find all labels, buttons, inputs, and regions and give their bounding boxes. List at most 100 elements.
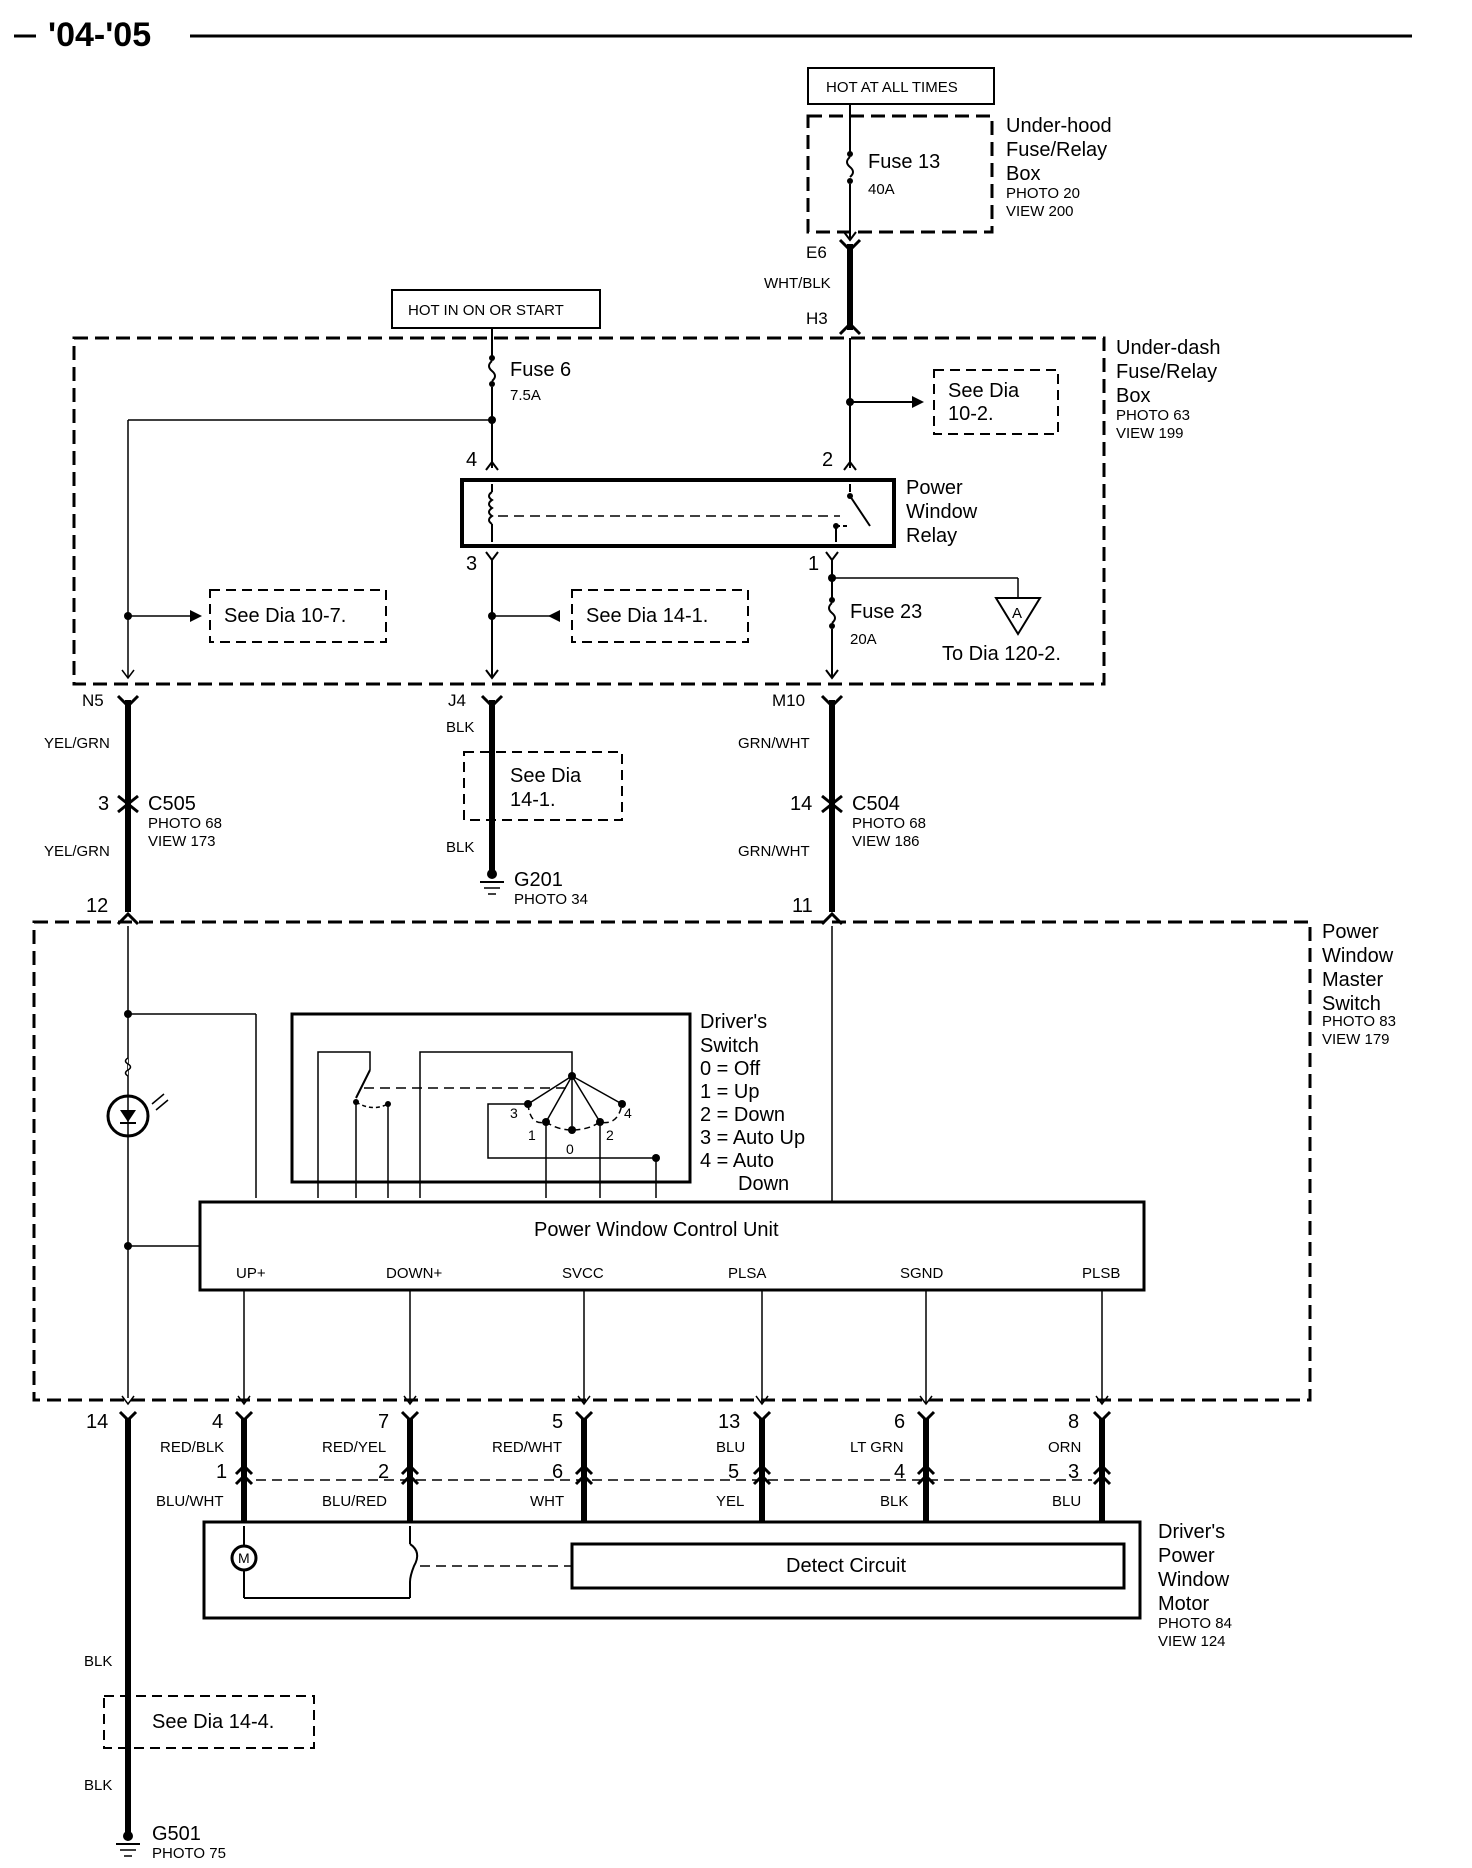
svg-text:BLK: BLK	[446, 719, 474, 736]
indicator-led-icon	[106, 1093, 169, 1138]
svg-text:GRN/WHT: GRN/WHT	[738, 843, 810, 860]
svg-text:6: 6	[552, 1461, 563, 1483]
svg-text:GRN/WHT: GRN/WHT	[738, 735, 810, 752]
svg-text:BLU: BLU	[1052, 1493, 1081, 1510]
svg-text:PHOTO 75: PHOTO 75	[152, 1845, 226, 1862]
svg-text:BLU/RED: BLU/RED	[322, 1493, 387, 1510]
hot-at-all-times-label: HOT AT ALL TIMES	[807, 67, 995, 105]
hot-in-on-or-start-label: HOT IN ON OR START	[391, 289, 601, 329]
svg-text:8: 8	[1068, 1411, 1079, 1433]
see-dia-14-1-ref-top[interactable]: See Dia 14-1.	[571, 589, 749, 643]
svg-text:PHOTO 34: PHOTO 34	[514, 891, 588, 908]
branch-j4: J4 BLK See Dia 14-1. BLK G201 PHOTO 34	[446, 691, 623, 908]
ground-g501: G501	[152, 1823, 201, 1845]
see-dia-10-2-ref[interactable]: See Dia 10-2.	[933, 369, 1059, 435]
underdash-view: VIEW 199	[1116, 425, 1184, 442]
svg-text:Down: Down	[738, 1173, 789, 1195]
svg-text:See Dia 10-7.: See Dia 10-7.	[224, 605, 346, 627]
page-header: '04-'05	[14, 16, 1412, 54]
svg-text:See Dia: See Dia	[948, 380, 1020, 402]
fuse-23-label: Fuse 23	[850, 601, 922, 623]
to-dia-120-2[interactable]: To Dia 120-2.	[942, 643, 1061, 665]
svg-text:Window: Window	[1158, 1569, 1230, 1591]
underhood-title-1: Under-hood	[1006, 115, 1112, 137]
svg-text:1 = Up: 1 = Up	[700, 1081, 759, 1103]
wire-down: 7 RED/YEL 2 BLU/RED	[322, 1410, 420, 1522]
fuse-13-icon	[846, 156, 854, 178]
switch-pos-2: 2	[606, 1127, 614, 1143]
svg-text:4 = Auto: 4 = Auto	[700, 1150, 774, 1172]
svg-text:A: A	[1012, 605, 1022, 622]
terminal-sgnd: SGND	[900, 1265, 944, 1282]
pin-14: 14	[86, 1411, 108, 1433]
resistor-icon	[124, 1057, 132, 1077]
pin-m10: M10	[772, 691, 805, 710]
fuse-23-rating: 20A	[850, 631, 877, 648]
wire-plsb: 8 ORN 3 BLU	[1048, 1410, 1112, 1522]
svg-text:VIEW 173: VIEW 173	[148, 833, 216, 850]
pin-12: 12	[86, 895, 108, 917]
svg-text:PHOTO 83: PHOTO 83	[1322, 1013, 1396, 1030]
svg-text:Power: Power	[1322, 921, 1379, 943]
svg-text:BLU: BLU	[716, 1439, 745, 1456]
pin-n5: N5	[82, 691, 104, 710]
svg-text:7: 7	[378, 1411, 389, 1433]
branch-m10: M10 GRN/WHT 14 C504 PHOTO 68 VIEW 186 GR…	[738, 691, 926, 926]
svg-text:BLK: BLK	[84, 1777, 112, 1794]
underdash-fuse-relay-box: Under-dash Fuse/Relay Box PHOTO 63 VIEW …	[72, 328, 1221, 686]
underdash-title-3: Box	[1116, 385, 1150, 407]
svg-text:See Dia 14-1.: See Dia 14-1.	[586, 605, 708, 627]
switch-pos-1: 1	[528, 1127, 536, 1143]
terminal-plsa: PLSA	[728, 1265, 766, 1282]
wire-sgnd: 6 LT GRN 4 BLK	[850, 1410, 936, 1522]
ground-g201: G201	[514, 869, 563, 891]
svg-text:M: M	[238, 1550, 250, 1566]
power-window-master-switch: Power Window Master Switch PHOTO 83 VIEW…	[32, 920, 1396, 1406]
svg-text:Master: Master	[1322, 969, 1383, 991]
drivers-power-window-motor: M Detect Circuit Driver's Power Window M…	[202, 1520, 1232, 1650]
svg-text:4: 4	[894, 1461, 905, 1483]
wire-e6-h3: E6 WHT/BLK H3	[764, 238, 862, 336]
wire-color-wht-blk: WHT/BLK	[764, 275, 831, 292]
drivers-switch: 3 1 0 2 4 Driver's Switch 0 = Off 1 = Up…	[290, 1011, 805, 1198]
wire-up: 4 RED/BLK 1 BLU/WHT	[156, 1410, 254, 1522]
svg-text:Driver's: Driver's	[700, 1011, 767, 1033]
relay-pin-2: 2	[822, 449, 833, 471]
relay-pin-3: 3	[466, 553, 477, 575]
switch-pos-3: 3	[510, 1105, 518, 1121]
svg-text:YEL: YEL	[716, 1493, 744, 1510]
see-dia-14-1-ref-mid[interactable]: See Dia 14-1.	[463, 751, 623, 821]
fuse-23-icon	[828, 602, 836, 624]
lower-harness: 4 RED/BLK 1 BLU/WHT 7 RED/YEL 2 BLU/RED …	[156, 1410, 1112, 1522]
svg-text:ORN: ORN	[1048, 1439, 1081, 1456]
see-dia-14-4-ref[interactable]: See Dia 14-4.	[103, 1695, 315, 1749]
svg-text:Switch: Switch	[700, 1035, 759, 1057]
detect-circuit: Detect Circuit	[570, 1542, 1126, 1590]
svg-text:5: 5	[552, 1411, 563, 1433]
svg-text:BLU/WHT: BLU/WHT	[156, 1493, 224, 1510]
svg-text:13: 13	[718, 1411, 740, 1433]
svg-text:LT GRN: LT GRN	[850, 1439, 904, 1456]
wire-svcc: 5 RED/WHT 6 WHT	[492, 1410, 594, 1522]
connector-a-ref[interactable]: A	[994, 597, 1042, 636]
svg-text:3: 3	[1068, 1461, 1079, 1483]
svg-text:HOT IN ON OR START: HOT IN ON OR START	[408, 302, 564, 319]
see-dia-10-7-ref[interactable]: See Dia 10-7.	[209, 589, 387, 643]
c504-pin: 14	[790, 793, 812, 815]
svg-text:6: 6	[894, 1411, 905, 1433]
fuse-6-rating: 7.5A	[510, 387, 541, 404]
fuse-6-label: Fuse 6	[510, 359, 571, 381]
pin-h3: H3	[806, 309, 828, 328]
svg-text:WHT: WHT	[530, 1493, 564, 1510]
svg-text:VIEW 124: VIEW 124	[1158, 1633, 1226, 1650]
terminal-up: UP+	[236, 1265, 266, 1282]
relay-title-3: Relay	[906, 525, 957, 547]
switch-pos-0: 0	[566, 1141, 574, 1157]
relay-title-1: Power	[906, 477, 963, 499]
control-unit-title: Power Window Control Unit	[534, 1219, 779, 1241]
power-window-control-unit: Power Window Control Unit UP+ DOWN+ SVCC…	[198, 1200, 1146, 1292]
terminal-svcc: SVCC	[562, 1265, 604, 1282]
fuse-6-icon	[488, 360, 496, 382]
c504-label: C504	[852, 793, 900, 815]
pin-11: 11	[792, 895, 813, 917]
